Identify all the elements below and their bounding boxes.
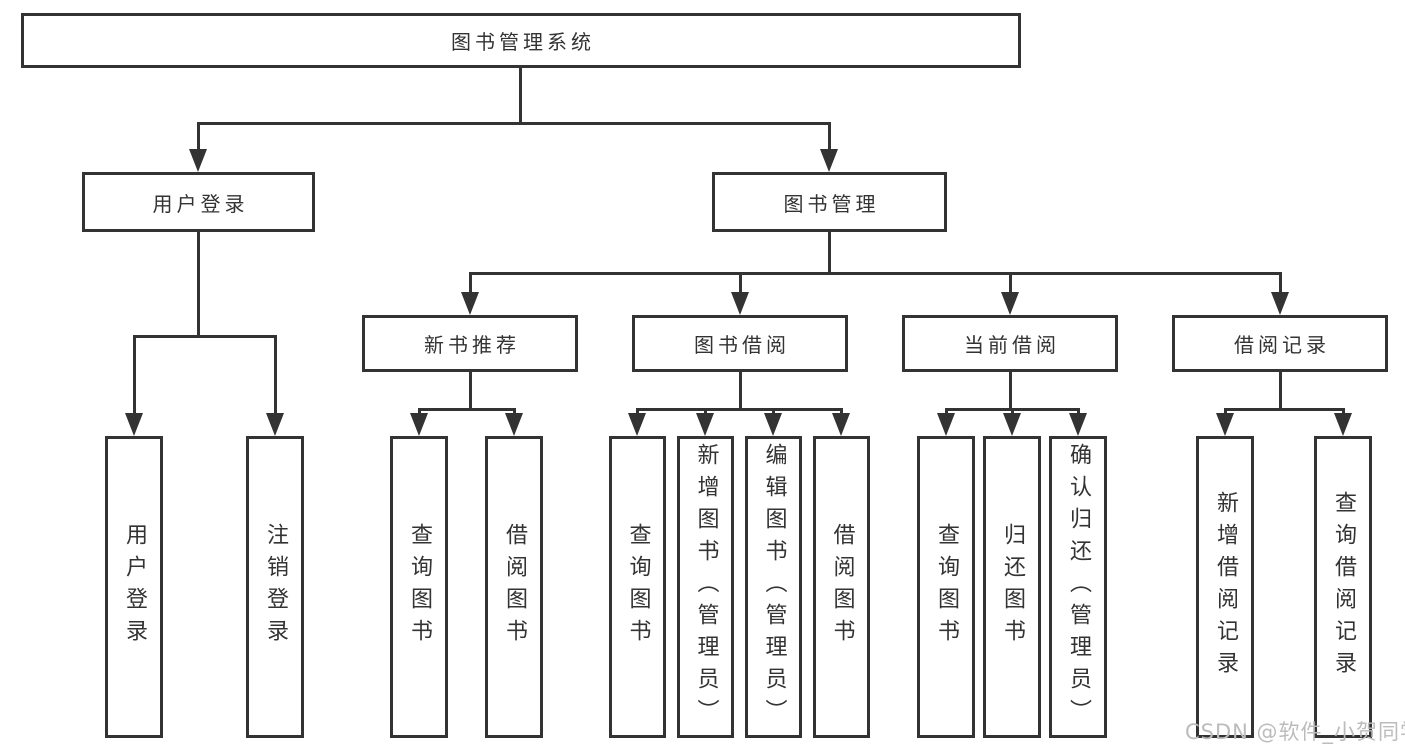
- arrow-down-icon: [410, 413, 428, 436]
- leaf-logout: 注销登录: [246, 436, 304, 738]
- arrow-down-icon: [1069, 413, 1087, 436]
- connector-drop-leaf: [636, 408, 639, 413]
- node-new-book-recommend: 新书推荐: [362, 315, 578, 372]
- connector-drop-leaf: [1011, 408, 1014, 413]
- leaf-query-books: 查询图书: [390, 436, 448, 738]
- connector-drop-level3: [1279, 272, 1282, 292]
- connector-borrow-stem: [739, 372, 742, 408]
- connector-borrow-crossbar: [636, 408, 843, 411]
- leaf-edit-books-admin: 编辑图书（管理员）: [745, 436, 802, 738]
- arrow-down-icon: [832, 413, 850, 436]
- arrow-down-icon: [266, 413, 284, 436]
- connector-drop-leaf: [704, 408, 707, 413]
- arrow-down-icon: [696, 413, 714, 436]
- arrow-down-icon: [820, 149, 838, 172]
- node-borrow-records: 借阅记录: [1172, 315, 1388, 372]
- leaf-confirm-return-admin: 确认归还（管理员）: [1049, 436, 1107, 738]
- watermark-text: CSDN @软件_小贺同学: [1185, 720, 1405, 744]
- node-current-borrow: 当前借阅: [902, 315, 1118, 372]
- connector-drop-leaf: [418, 408, 421, 413]
- arrow-down-icon: [731, 292, 749, 315]
- connector-root-crossbar: [197, 122, 831, 125]
- connector-drop-book-mgmt: [828, 122, 831, 150]
- connector-user-login-stem: [197, 232, 200, 335]
- connector-drop-leaf: [1342, 408, 1345, 413]
- arrow-down-icon: [1271, 292, 1289, 315]
- connector-drop-level3: [469, 272, 472, 292]
- connector-drop-user-login: [197, 122, 200, 150]
- leaf-borrow-books: 借阅图书: [813, 436, 870, 738]
- leaf-query-borrow-record: 查询借阅记录: [1314, 436, 1372, 738]
- connector-drop-leaf: [1077, 408, 1080, 413]
- connector-user-login-crossbar: [133, 335, 277, 338]
- connector-current-stem: [1009, 372, 1012, 408]
- leaf-user-login: 用户登录: [105, 436, 163, 738]
- connector-drop-level3: [1009, 272, 1012, 292]
- connector-book-mgmt-stem: [828, 232, 831, 272]
- arrow-down-icon: [461, 292, 479, 315]
- leaf-return-books: 归还图书: [983, 436, 1041, 738]
- connector-drop-leaf: [1224, 408, 1227, 413]
- arrow-down-icon: [1334, 413, 1352, 436]
- connector-records-crossbar: [1224, 408, 1345, 411]
- node-user-login: 用户登录: [82, 172, 315, 232]
- arrow-down-icon: [764, 413, 782, 436]
- connector-book-mgmt-crossbar: [469, 272, 1282, 275]
- arrow-down-icon: [1001, 292, 1019, 315]
- connector-drop-leaf: [133, 335, 136, 413]
- leaf-add-borrow-record: 新增借阅记录: [1196, 436, 1254, 738]
- arrow-down-icon: [628, 413, 646, 436]
- arrow-down-icon: [1003, 413, 1021, 436]
- connector-root-stem: [519, 68, 522, 122]
- leaf-add-books-admin: 新增图书（管理员）: [677, 436, 734, 738]
- arrow-down-icon: [189, 149, 207, 172]
- connector-recommend-crossbar: [418, 408, 516, 411]
- connector-drop-leaf: [945, 408, 948, 413]
- leaf-query-books: 查询图书: [917, 436, 975, 738]
- connector-recommend-stem: [469, 372, 472, 408]
- connector-drop-leaf: [772, 408, 775, 413]
- connector-drop-leaf: [274, 335, 277, 413]
- arrow-down-icon: [937, 413, 955, 436]
- leaf-query-books: 查询图书: [609, 436, 666, 738]
- arrow-down-icon: [125, 413, 143, 436]
- node-library-management-system: 图书管理系统: [21, 13, 1021, 68]
- connector-drop-leaf: [513, 408, 516, 413]
- connector-records-stem: [1279, 372, 1282, 408]
- leaf-borrow-books: 借阅图书: [485, 436, 543, 738]
- arrow-down-icon: [505, 413, 523, 436]
- node-book-borrow: 图书借阅: [632, 315, 848, 372]
- connector-drop-level3: [739, 272, 742, 292]
- connector-drop-leaf: [840, 408, 843, 413]
- node-book-management: 图书管理: [712, 172, 947, 232]
- arrow-down-icon: [1216, 413, 1234, 436]
